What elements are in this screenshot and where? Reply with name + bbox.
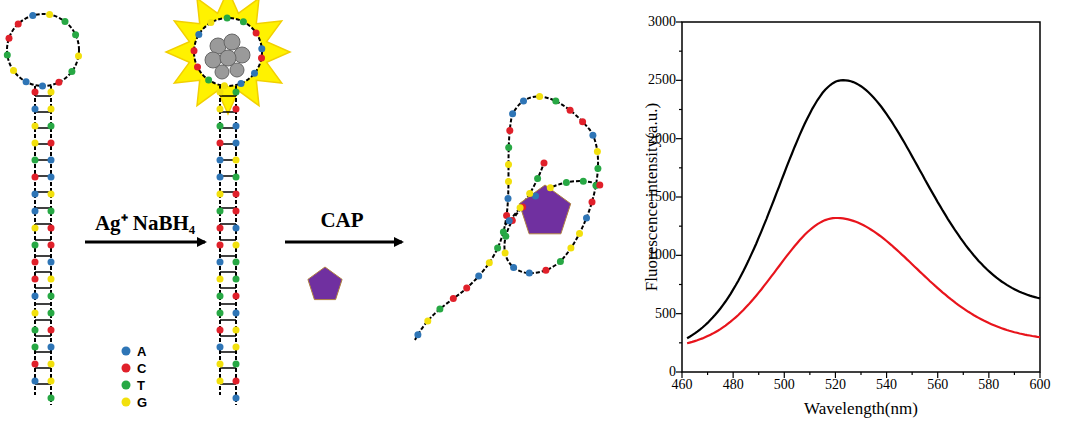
- cap-molecule: [519, 185, 570, 234]
- legend-swatch: [122, 381, 131, 390]
- tick-label: 480: [723, 377, 744, 393]
- legend-swatch: [122, 398, 131, 407]
- analyte-label: CAP: [320, 208, 363, 233]
- tick-label: 1500: [648, 189, 676, 205]
- legend-label: C: [137, 361, 146, 376]
- tick-label: 500: [774, 377, 795, 393]
- tick-label: 540: [876, 377, 897, 393]
- fluorescence-chart: [676, 22, 1040, 378]
- tick-label: 3000: [648, 14, 676, 30]
- legend-swatch: [122, 364, 131, 373]
- legend-swatch: [122, 347, 131, 356]
- reaction-arrow: [85, 241, 205, 244]
- tick-label: 500: [655, 306, 676, 322]
- reagent-label: Ag⁺ NaBH₄: [95, 208, 195, 236]
- silver-cluster-probe: [166, 0, 290, 405]
- tick-label: 560: [927, 377, 948, 393]
- tick-label: 2500: [648, 72, 676, 88]
- legend-label: T: [137, 378, 145, 393]
- hairpin-probe: [7, 14, 79, 405]
- legend-label: A: [137, 344, 146, 359]
- tick-label: 460: [672, 377, 693, 393]
- unfolded-aptamer: [415, 96, 600, 340]
- tick-label: 520: [825, 377, 846, 393]
- cap-molecule: [308, 267, 342, 300]
- spectrum-curve: [687, 80, 1040, 338]
- tick-label: 2000: [648, 131, 676, 147]
- legend-label: G: [137, 395, 147, 410]
- spectrum-curve: [687, 218, 1040, 343]
- tick-label: 1000: [648, 247, 676, 263]
- tick-label: 600: [1030, 377, 1051, 393]
- tick-label: 580: [978, 377, 999, 393]
- reaction-arrow: [285, 241, 402, 244]
- axis-title: Wavelength(nm): [804, 399, 918, 419]
